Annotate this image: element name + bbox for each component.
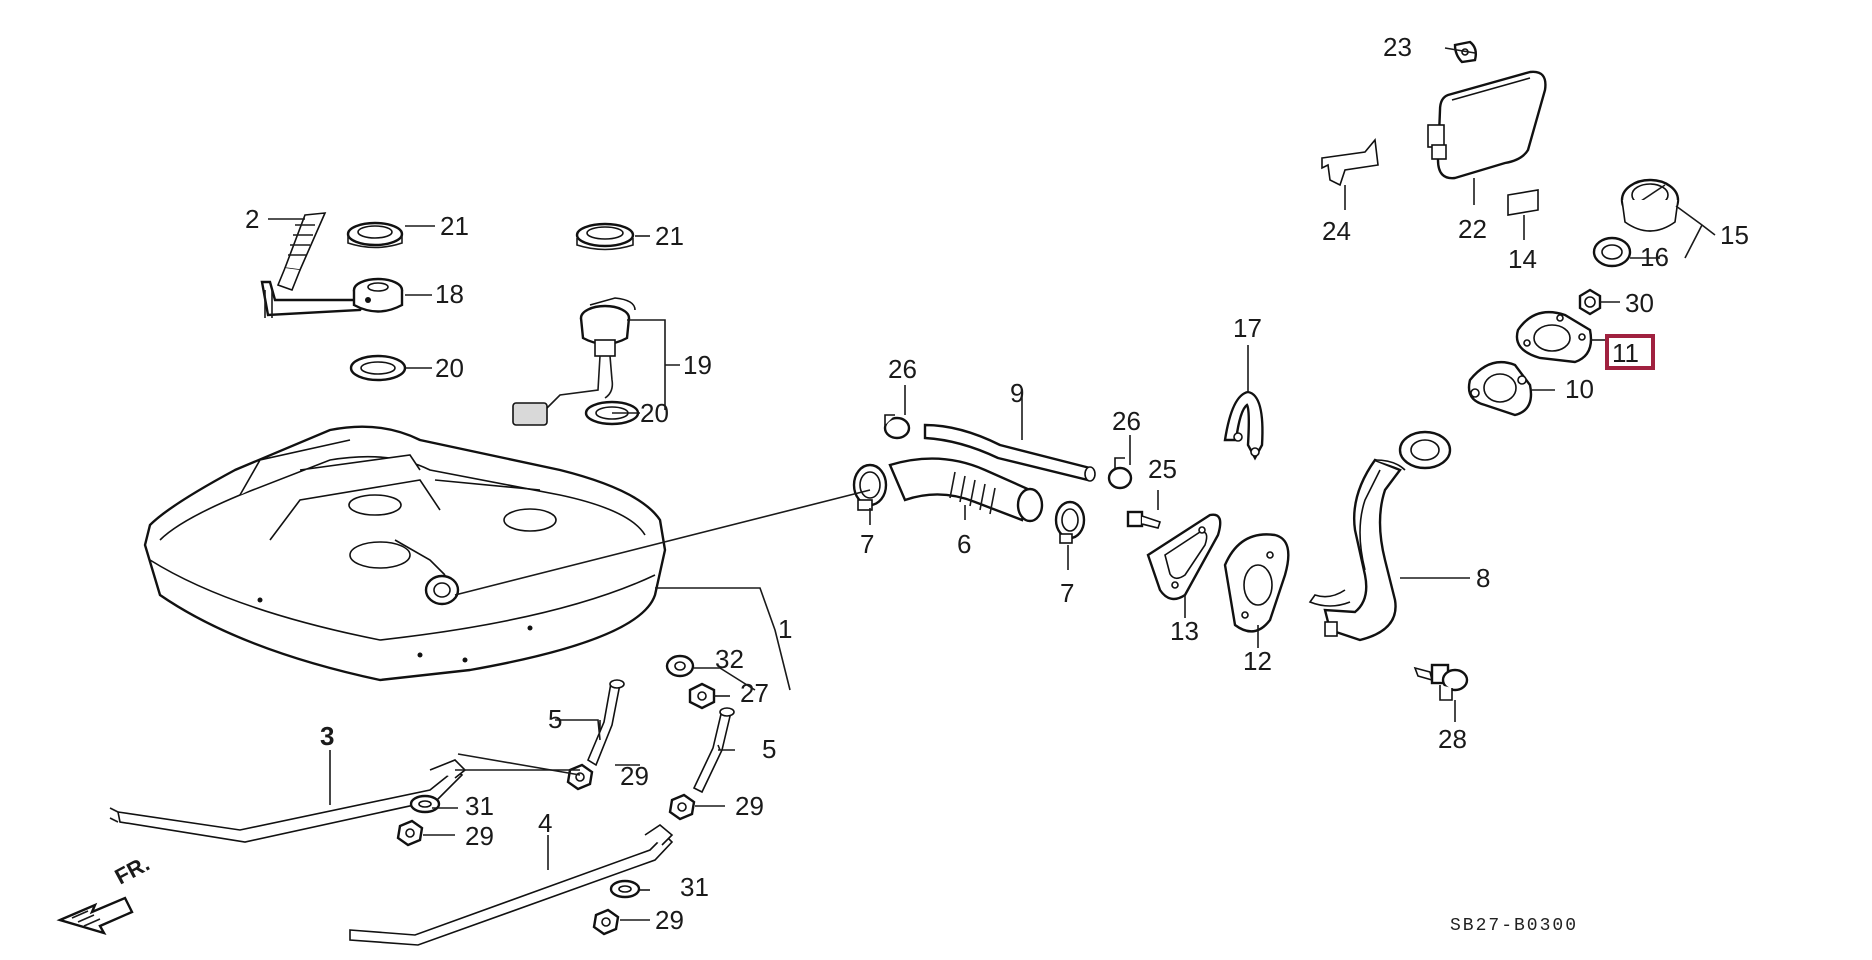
nut-29-b[interactable]: [668, 793, 696, 821]
label-part-29-c[interactable]: 29: [465, 821, 494, 851]
front-direction-arrow: FR.: [56, 851, 154, 935]
leader-lines: [268, 47, 1716, 921]
fuel-gauge-unit[interactable]: [352, 277, 404, 313]
front-marker-label: FR.: [111, 851, 154, 890]
label-part-9[interactable]: 9: [1010, 378, 1024, 408]
label-part-29-a[interactable]: 29: [620, 761, 649, 791]
part-labels: 2 21 18 20 21 19 20 1 3 4 5 5 29 29 29 2…: [245, 32, 1749, 936]
bolt-28[interactable]: [1413, 663, 1469, 701]
washer-32[interactable]: [665, 654, 695, 678]
label-part-21-left[interactable]: 21: [440, 211, 469, 241]
label-part-4[interactable]: 4: [538, 808, 552, 838]
fuel-lid[interactable]: [1427, 70, 1547, 180]
breather-hose[interactable]: [923, 423, 1096, 482]
label-part-5-right[interactable]: 5: [762, 734, 776, 764]
label-part-15[interactable]: 15: [1720, 220, 1749, 250]
label-part-21-right[interactable]: 21: [655, 221, 684, 251]
label-part-29-b[interactable]: 29: [735, 791, 764, 821]
label-part-24[interactable]: 24: [1322, 216, 1351, 246]
label-part-5-left[interactable]: 5: [548, 704, 562, 734]
fuel-filler-cap[interactable]: [1620, 178, 1680, 232]
label-part-32[interactable]: 32: [715, 644, 744, 674]
label-part-16[interactable]: 16: [1640, 242, 1669, 272]
highlighted-part-box: [1605, 334, 1655, 370]
label-part-11[interactable]: 11: [1612, 338, 1639, 368]
label-part-3[interactable]: 3: [320, 721, 334, 751]
label-part-29-d[interactable]: 29: [655, 905, 684, 935]
breather-tube-left[interactable]: [586, 679, 625, 767]
label-part-31-a[interactable]: 31: [465, 791, 494, 821]
breather-clamp[interactable]: [1223, 390, 1264, 461]
tank-strap-rear[interactable]: [349, 824, 674, 946]
label-part-31-b[interactable]: 31: [680, 872, 709, 902]
tank-strap-front[interactable]: [109, 759, 467, 843]
fuel-tank[interactable]: [143, 425, 667, 682]
washer-31-a[interactable]: [409, 794, 441, 814]
hose-clamp-26-right[interactable]: [1107, 457, 1133, 490]
label-part-26-right[interactable]: 26: [1112, 406, 1141, 436]
nut-29-a[interactable]: [566, 763, 594, 791]
label-part-8[interactable]: 8: [1476, 563, 1490, 593]
nut-29-d[interactable]: [592, 908, 620, 936]
fuel-lid-hinge[interactable]: [1321, 138, 1379, 187]
fuel-filler-pipe[interactable]: [1308, 430, 1452, 642]
hose-clamp-26-left[interactable]: [883, 414, 911, 440]
nut-30[interactable]: [1578, 288, 1602, 316]
fuel-pump-assembly[interactable]: [512, 297, 636, 426]
label-part-23[interactable]: 23: [1383, 32, 1412, 62]
bolt-25[interactable]: [1126, 510, 1162, 529]
filler-base-10[interactable]: [1467, 360, 1533, 417]
filler-pipe-plate[interactable]: [1146, 513, 1222, 601]
label-part-18[interactable]: 18: [435, 279, 464, 309]
label-part-28[interactable]: 28: [1438, 724, 1467, 754]
label-part-17[interactable]: 17: [1233, 313, 1262, 343]
hose-clamp-7-right[interactable]: [1054, 500, 1086, 544]
label-part-20-right[interactable]: 20: [640, 398, 669, 428]
gasket-left[interactable]: [349, 354, 407, 382]
label-part-10[interactable]: 10: [1565, 374, 1594, 404]
nut-29-c[interactable]: [396, 819, 424, 847]
diagram-code: SB27-B0300: [1450, 916, 1578, 936]
label-part-14[interactable]: 14: [1508, 244, 1537, 274]
lock-ring-left[interactable]: [346, 221, 404, 249]
hose-clamp-7-left[interactable]: [852, 463, 888, 511]
filler-pipe-gasket[interactable]: [1223, 533, 1290, 633]
lock-ring-right[interactable]: [575, 222, 635, 251]
filler-cap-gasket[interactable]: [1592, 236, 1632, 268]
label-part-12[interactable]: 12: [1243, 646, 1272, 676]
label-part-30[interactable]: 30: [1625, 288, 1654, 318]
caution-label[interactable]: [1507, 189, 1539, 216]
label-part-2[interactable]: 2: [245, 204, 259, 234]
filler-hose[interactable]: [888, 457, 1044, 523]
label-part-22[interactable]: 22: [1458, 214, 1487, 244]
label-part-19[interactable]: 19: [683, 350, 712, 380]
label-part-7-right[interactable]: 7: [1060, 578, 1074, 608]
label-part-6[interactable]: 6: [957, 529, 971, 559]
nut-27[interactable]: [688, 682, 716, 710]
filler-base-11[interactable]: [1515, 310, 1593, 364]
label-part-25[interactable]: 25: [1148, 454, 1177, 484]
label-part-13[interactable]: 13: [1170, 616, 1199, 646]
label-part-7-left[interactable]: 7: [860, 529, 874, 559]
label-part-20-left[interactable]: 20: [435, 353, 464, 383]
label-part-1[interactable]: 1: [778, 614, 792, 644]
washer-31-b[interactable]: [609, 879, 641, 899]
label-part-26-left[interactable]: 26: [888, 354, 917, 384]
label-part-27[interactable]: 27: [740, 678, 769, 708]
